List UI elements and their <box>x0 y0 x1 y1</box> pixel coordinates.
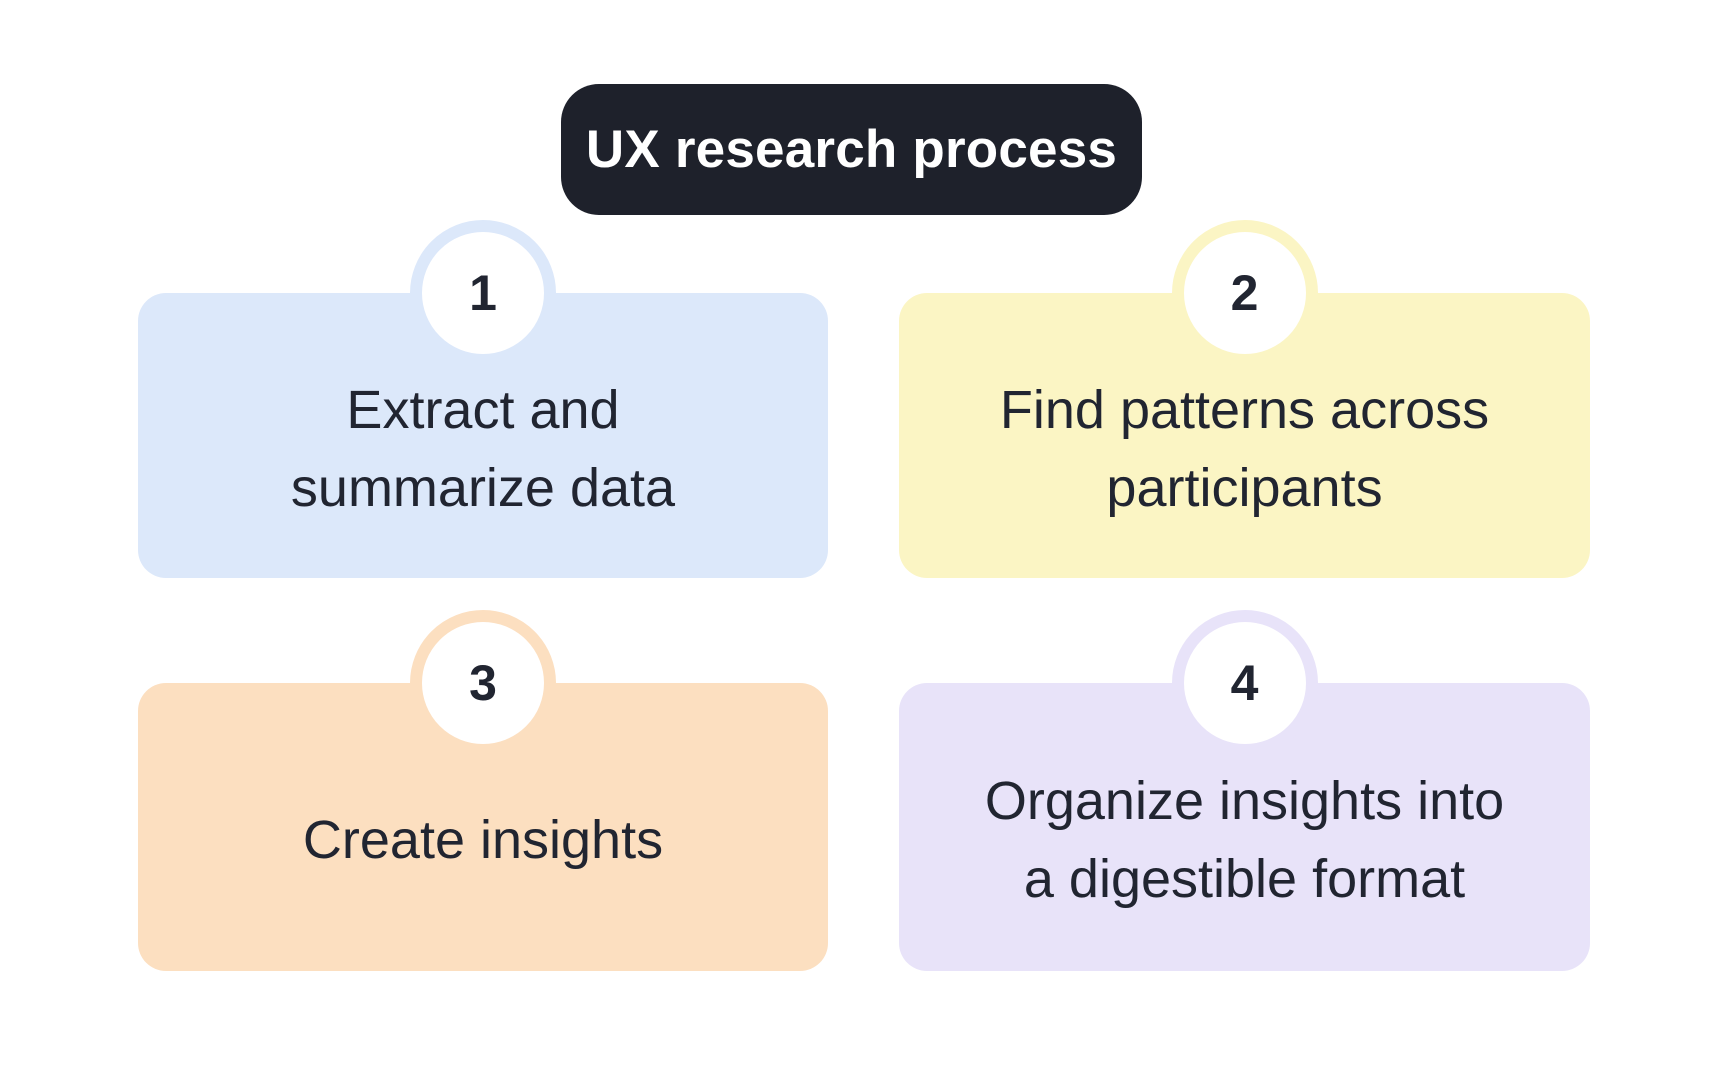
step-label-2: Find patterns across participants <box>899 293 1590 578</box>
step-number-4: 4 <box>1230 655 1259 711</box>
step-number-3: 3 <box>469 655 497 711</box>
diagram-title: UX research process <box>585 120 1118 179</box>
step-number-badge-2: 2 <box>1171 220 1318 366</box>
step-label-4-line-2: a digestible format <box>1023 849 1466 909</box>
step-label-2-line-2: participants <box>1106 457 1383 518</box>
step-label-4: Organize insights into a digestible form… <box>899 683 1590 971</box>
step-label-3-line-1: Create insights <box>302 810 664 870</box>
step-label-1-line-2: summarize data <box>290 457 676 518</box>
step-card-1: 1 Extract and summarize data <box>138 220 828 578</box>
diagram-title-pill: UX research process <box>561 84 1142 215</box>
step-label-1: Extract and summarize data <box>138 293 828 578</box>
step-label-3: Create insights <box>138 683 828 971</box>
step-card-3: 3 Create insights <box>138 610 828 971</box>
step-number-badge-3: 3 <box>410 610 556 756</box>
step-label-4-line-1: Organize insights into <box>984 771 1505 831</box>
step-number-2: 2 <box>1230 265 1259 321</box>
step-number-badge-1: 1 <box>410 220 556 366</box>
step-number-badge-4: 4 <box>1171 610 1318 756</box>
step-label-2-line-1: Find patterns across <box>999 379 1490 440</box>
step-card-2: 2 Find patterns across participants <box>899 220 1590 578</box>
step-label-1-line-1: Extract and <box>346 379 620 440</box>
step-number-1: 1 <box>469 265 497 321</box>
step-card-4: 4 Organize insights into a digestible fo… <box>899 610 1590 971</box>
